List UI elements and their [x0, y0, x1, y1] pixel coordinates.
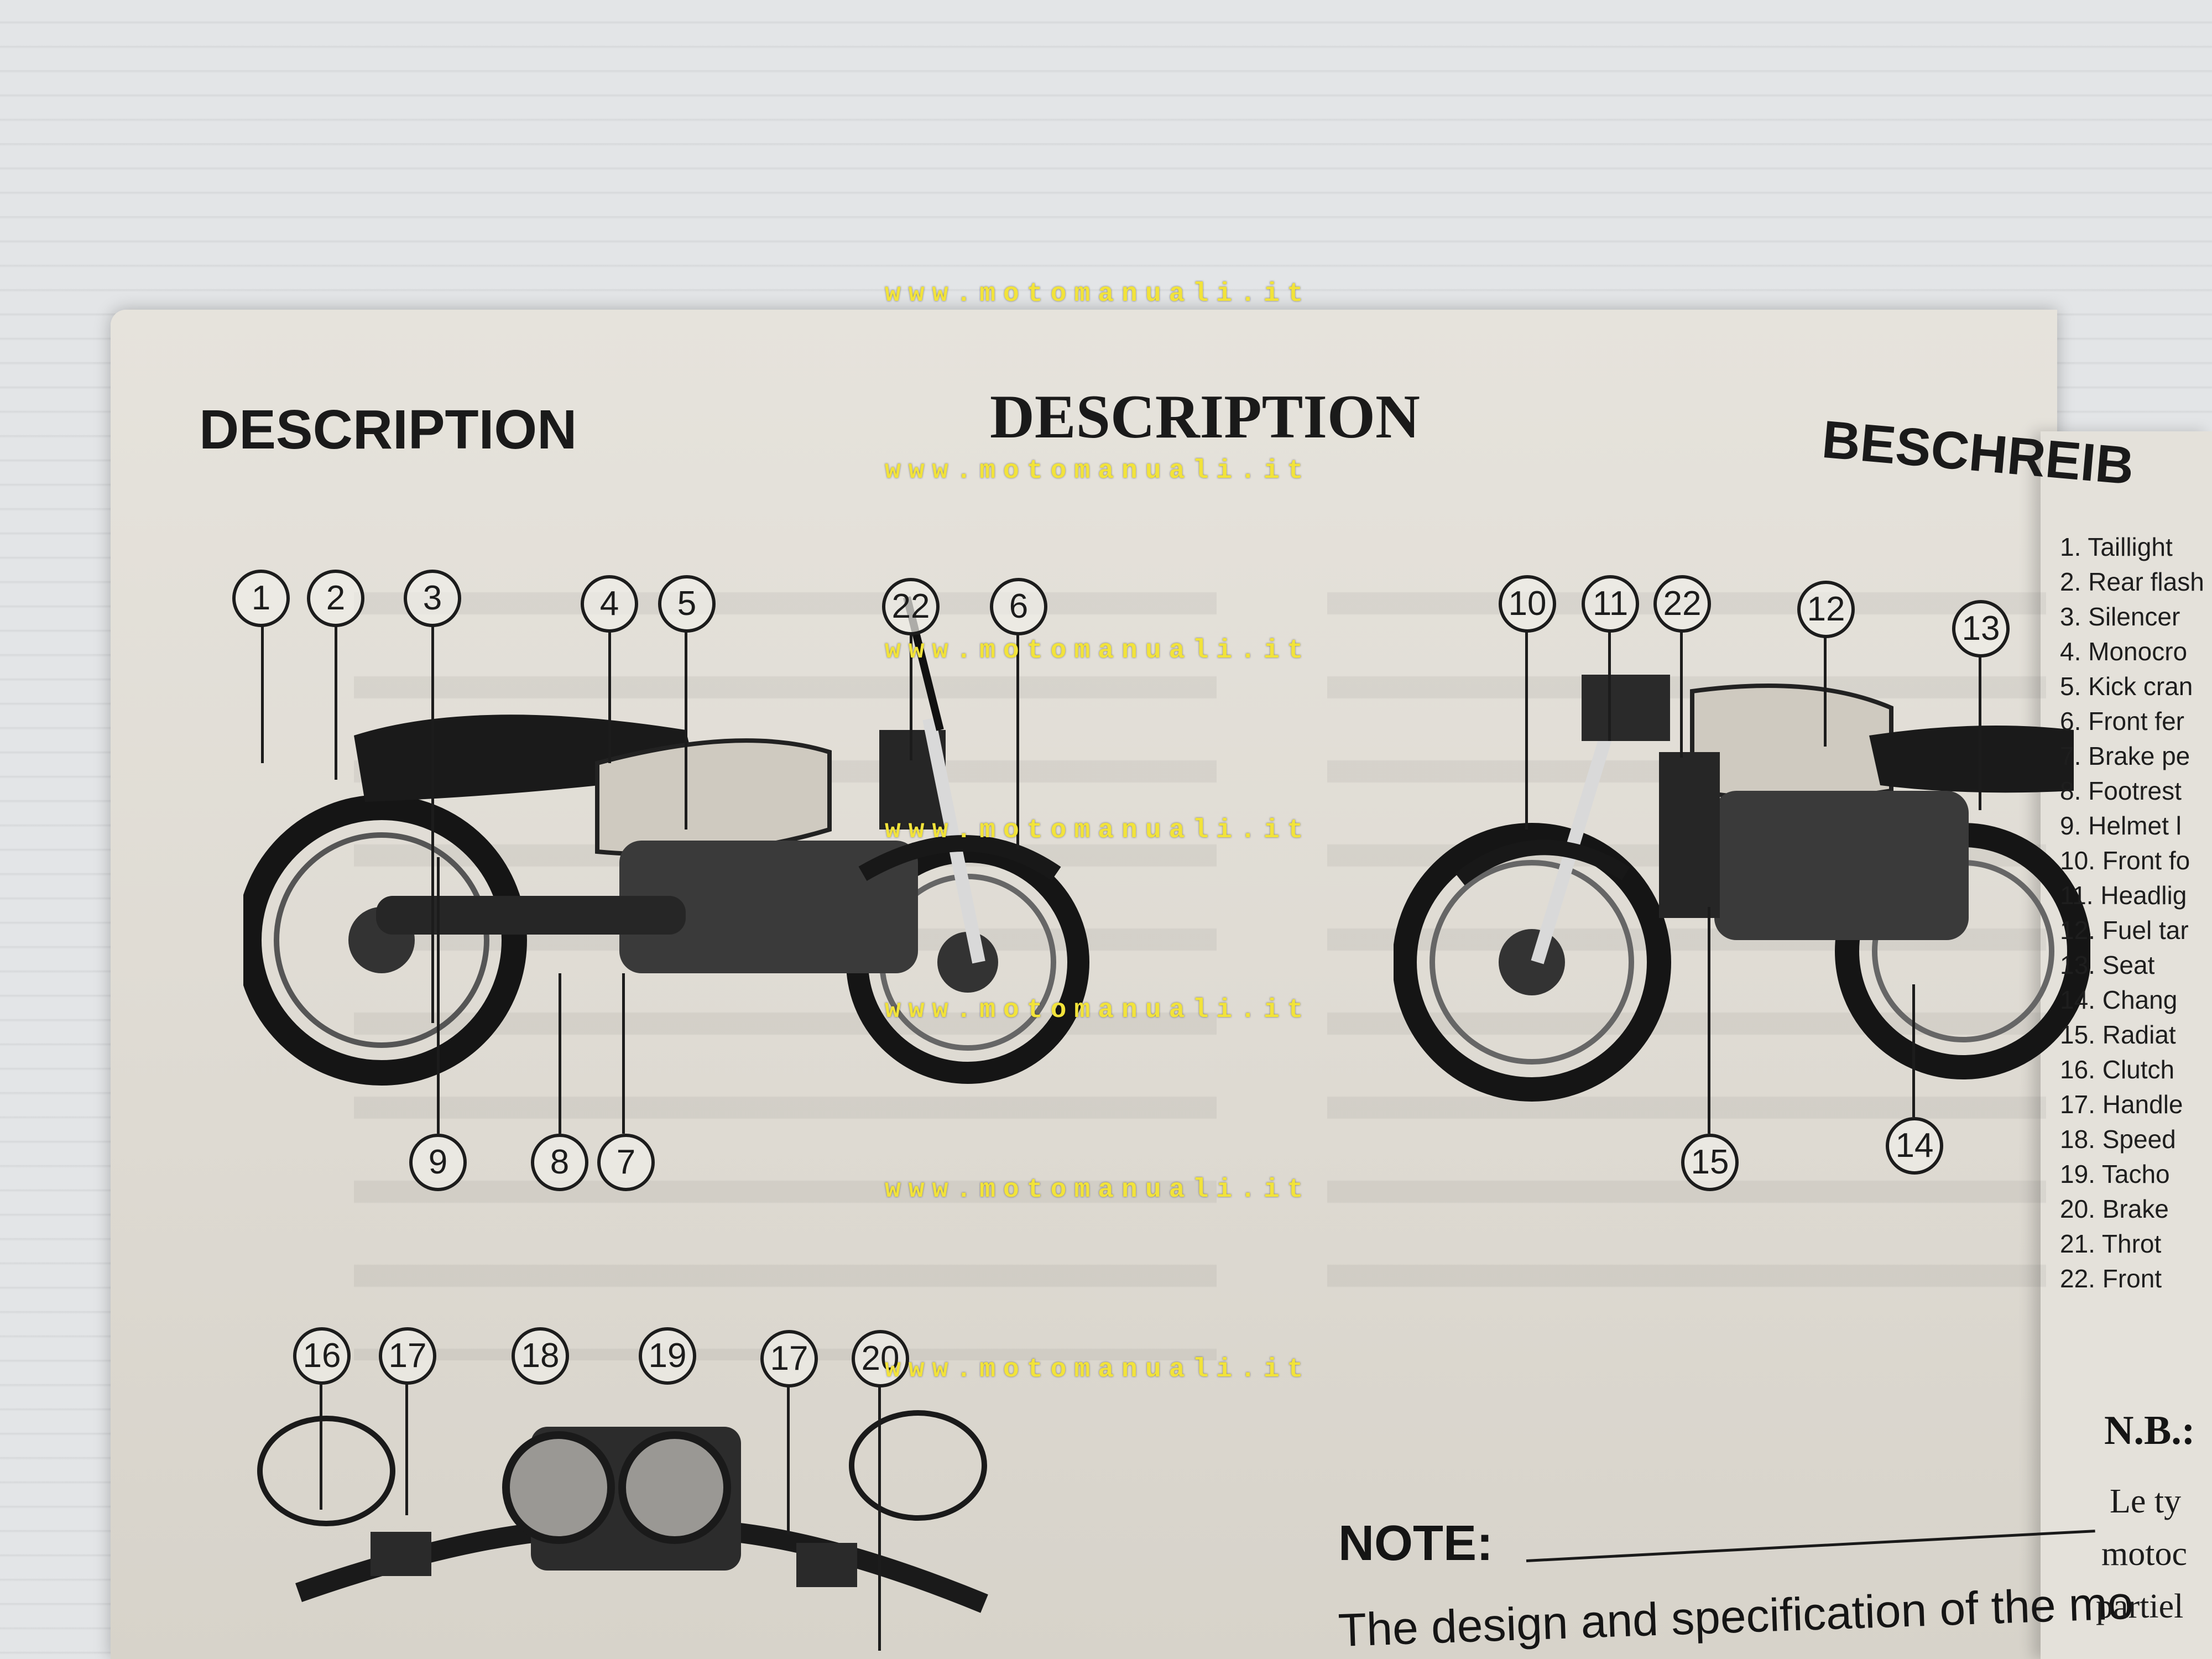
watermark: www.motomanuali.it	[885, 1355, 1311, 1385]
leader-line	[608, 630, 611, 763]
callout-12: 12	[1797, 581, 1855, 638]
callout-16: 16	[293, 1327, 351, 1385]
legend-item: 21. Throt	[2060, 1229, 2162, 1258]
watermark: www.motomanuali.it	[885, 816, 1311, 846]
watermark: www.motomanuali.it	[885, 456, 1311, 486]
callout-17: 17	[379, 1327, 436, 1385]
callout-13: 13	[1952, 600, 2010, 658]
nb-text-line: partiel	[2096, 1588, 2184, 1625]
leader-line	[685, 630, 687, 830]
leader-line	[1708, 907, 1710, 1134]
leader-line	[878, 1385, 881, 1651]
callout-2: 2	[307, 570, 364, 627]
nb-text-line: motoc	[2101, 1535, 2187, 1573]
watermark: www.motomanuali.it	[885, 279, 1311, 309]
leader-line	[437, 857, 440, 1134]
legend-item: 7. Brake pe	[2060, 742, 2190, 770]
callout-7: 7	[597, 1134, 655, 1191]
legend-item: 19. Tacho	[2060, 1160, 2170, 1188]
callout-5: 5	[658, 575, 716, 633]
callout-20: 20	[852, 1330, 909, 1387]
legend-item: 14. Chang	[2060, 985, 2178, 1014]
facing-page	[2041, 431, 2212, 1659]
leader-line	[1824, 636, 1827, 747]
legend-item: 8. Footrest	[2060, 776, 2182, 805]
leader-line	[320, 1383, 322, 1510]
motorcycle-left-view-illustration	[243, 596, 1089, 1086]
watermark: www.motomanuali.it	[885, 1175, 1311, 1205]
leader-line	[559, 973, 561, 1134]
leader-line	[1912, 984, 1915, 1117]
heading-description-fr: DESCRIPTION	[990, 383, 1420, 451]
leader-line	[1525, 630, 1528, 830]
legend-item: 3. Silencer	[2060, 602, 2180, 631]
callout-14: 14	[1886, 1117, 1943, 1175]
callout-18: 18	[512, 1327, 569, 1385]
legend-item: 13. Seat	[2060, 951, 2155, 979]
watermark: www.motomanuali.it	[885, 636, 1311, 666]
leader-line	[405, 1383, 408, 1515]
callout-9: 9	[409, 1134, 467, 1191]
legend-item: 15. Radiat	[2060, 1020, 2176, 1049]
legend-item: 22. Front	[2060, 1264, 2162, 1293]
callout-1: 1	[232, 570, 290, 627]
callout-15: 15	[1681, 1134, 1739, 1191]
legend-item: 9. Helmet l	[2060, 811, 2182, 840]
legend-item: 1. Taillight	[2060, 533, 2173, 561]
leader-line	[1016, 633, 1019, 849]
callout-19: 19	[639, 1327, 696, 1385]
motorcycle-right-view-illustration	[1394, 675, 2090, 1102]
callout-17-right: 17	[760, 1330, 818, 1387]
watermark: www.motomanuali.it	[885, 995, 1311, 1025]
note-label: NOTE:	[1338, 1516, 1493, 1571]
legend-item: 18. Speed	[2060, 1125, 2176, 1154]
legend-item: 6. Front fer	[2060, 707, 2184, 735]
legend-item: 20. Brake	[2060, 1194, 2169, 1223]
heading-description-en: DESCRIPTION	[199, 399, 577, 461]
legend-item: 11. Headlig	[2060, 881, 2187, 910]
handlebar-illustration	[257, 1410, 988, 1613]
leader-line	[787, 1385, 790, 1535]
legend-item: 4. Monocro	[2060, 637, 2188, 666]
leader-line	[261, 625, 264, 763]
leader-line	[910, 633, 912, 760]
legend-item: 16. Clutch	[2060, 1055, 2175, 1084]
callout-10: 10	[1499, 575, 1556, 633]
nb-label: N.B.:	[2104, 1408, 2195, 1453]
parts-legend: 1. Taillight 2. Rear flash 3. Silencer 4…	[2060, 530, 2204, 1296]
leader-line	[335, 625, 337, 780]
callout-8: 8	[531, 1134, 588, 1191]
legend-item: 17. Handle	[2060, 1090, 2183, 1119]
leader-line	[1680, 630, 1683, 758]
leader-line	[431, 625, 434, 1023]
callout-11: 11	[1582, 575, 1639, 633]
callout-22-right: 22	[1653, 575, 1711, 633]
leader-line	[1608, 630, 1611, 741]
legend-item: 2. Rear flash	[2060, 567, 2204, 596]
leader-line	[622, 973, 625, 1134]
callout-6: 6	[990, 578, 1047, 635]
nb-text-line: Le ty	[2110, 1483, 2182, 1520]
callout-22: 22	[882, 578, 940, 635]
callout-4: 4	[581, 575, 638, 633]
legend-item: 10. Front fo	[2060, 846, 2190, 875]
legend-item: 5. Kick cran	[2060, 672, 2193, 701]
leader-line	[1979, 655, 1981, 810]
legend-item: 12. Fuel tar	[2060, 916, 2189, 945]
callout-3: 3	[404, 570, 461, 627]
